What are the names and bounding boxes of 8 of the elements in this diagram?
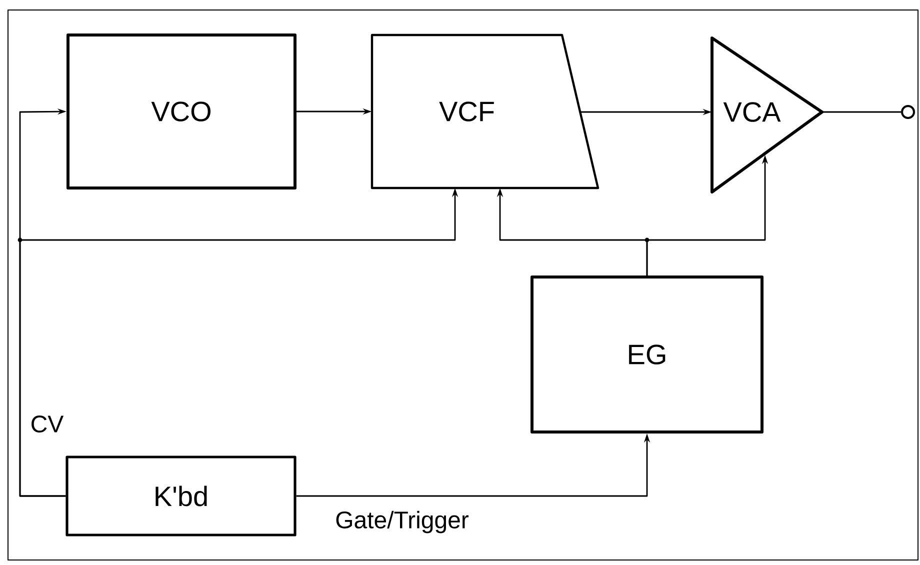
block: VCO: [66, 34, 296, 190]
amplifier-triangle: VCA: [710, 36, 824, 194]
block: K'bd: [66, 456, 296, 536]
block: EG: [530, 276, 764, 434]
filter-block: VCF: [370, 34, 600, 190]
edge-label: CV: [29, 414, 65, 434]
output-terminal: [901, 105, 916, 119]
edge-label: Gate/Trigger: [334, 510, 470, 534]
